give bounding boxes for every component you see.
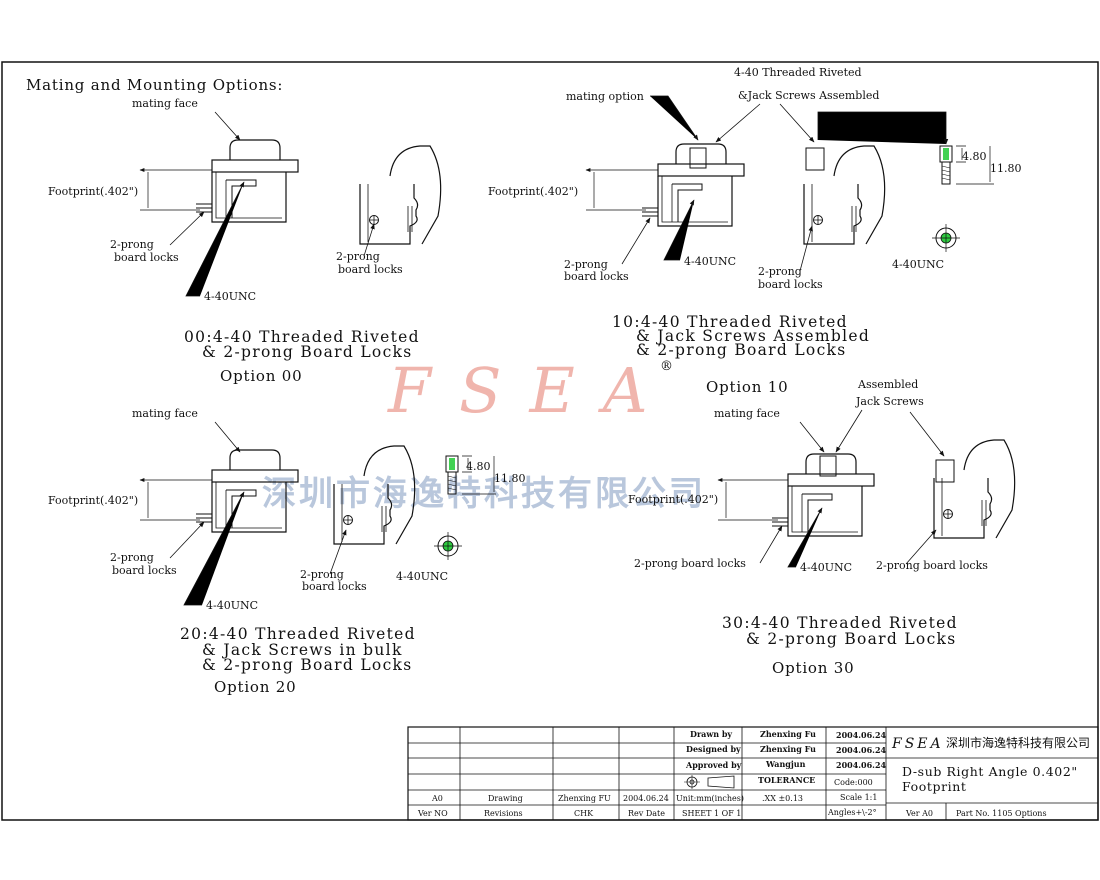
- tb-rev-desc: Drawing: [488, 794, 523, 803]
- label-prong-00b-line2: board locks: [338, 263, 403, 276]
- label-prong-00-line2: board locks: [114, 251, 179, 264]
- tb-company-logo: FSEA: [891, 736, 944, 752]
- drawing-heading: Mating and Mounting Options:: [26, 76, 283, 94]
- tb-drawn-name: Zhenxing Fu: [760, 729, 816, 739]
- label-unc-20: 4-40UNC: [206, 599, 258, 612]
- tb-drawn-label: Drawn by: [690, 729, 732, 739]
- label-prong-30b: 2-prong board locks: [876, 559, 988, 572]
- tb-rev-chk: Zhenxing FU: [558, 794, 611, 803]
- option-00-drawing: mating face Footprint(.402") 2-prong boa…: [48, 97, 442, 385]
- option-20-line3: & 2-prong Board Locks: [202, 656, 413, 674]
- dim-1180-20: 11.80: [494, 472, 526, 485]
- label-prong-00-line1: 2-prong: [110, 238, 154, 251]
- tb-approved-label: Approved by: [685, 760, 742, 770]
- label-mating-face-30: mating face: [714, 407, 780, 420]
- label-prong-20b-line1: 2-prong: [300, 568, 344, 581]
- option-20-drawing: mating face Footprint(.402") 2-prong boa…: [48, 407, 526, 696]
- tb-header-ver: Ver NO: [417, 809, 448, 818]
- option-10-line2: & Jack Screws Assembled: [636, 327, 870, 345]
- label-assembled-30: Assembled: [857, 378, 918, 391]
- label-mating-face-00: mating face: [132, 97, 198, 110]
- label-prong-10b-line2: board locks: [758, 278, 823, 291]
- tb-sheet: SHEET 1 OF 1: [682, 809, 741, 818]
- label-footprint-10: Footprint(.402"): [488, 185, 578, 198]
- option-00-line2: & 2-prong Board Locks: [202, 343, 413, 361]
- label-mating-face-20: mating face: [132, 407, 198, 420]
- option-30-caption: Option 30: [772, 659, 854, 677]
- tb-angles: Angles+\-2°: [827, 808, 877, 817]
- tb-part-no: Part No. 1105 Options: [956, 809, 1047, 818]
- tb-designed-date: 2004.06.24: [836, 745, 887, 755]
- tb-header-date: Rev Date: [628, 809, 665, 818]
- tb-designed-name: Zhenxing Fu: [760, 744, 816, 754]
- drawing-sheet: FSEA ® 深圳市海逸特科技有限公司 Mating and Mounting …: [0, 60, 1100, 822]
- tb-title-line2: Footprint: [902, 779, 967, 794]
- dim-1180-10: 11.80: [990, 162, 1022, 175]
- tb-header-revisions: Revisions: [484, 809, 523, 818]
- label-jack-assembled-10: &Jack Screws Assembled: [738, 89, 879, 102]
- tb-header-chk: CHK: [574, 809, 594, 818]
- option-10-drawing: mating option 4-40 Threaded Riveted &Jac…: [488, 66, 1022, 396]
- tb-scale: Scale 1:1: [840, 793, 877, 802]
- tb-designed-label: Designed by: [686, 744, 741, 754]
- sheet-border: [1, 61, 1099, 821]
- option-20-line1: 20:4-40 Threaded Riveted: [180, 625, 416, 643]
- label-prong-30: 2-prong board locks: [634, 557, 746, 570]
- label-prong-00b-line1: 2-prong: [336, 250, 380, 263]
- tb-approved-date: 2004.06.24: [836, 760, 887, 770]
- option-10-line3: & 2-prong Board Locks: [636, 341, 847, 359]
- tb-code: Code:000: [834, 778, 873, 787]
- dim-480-20: 4.80: [466, 460, 491, 473]
- title-block: Drawn by Zhenxing Fu 2004.06.24 Designed…: [407, 726, 1099, 821]
- tb-title-line1: D-sub Right Angle 0.402": [902, 764, 1078, 779]
- option-30-line1: 30:4-40 Threaded Riveted: [722, 614, 958, 632]
- tb-rev-date: 2004.06.24: [623, 794, 669, 803]
- tb-units: Unit:mm(inches): [676, 794, 744, 803]
- tb-tolerance-value: .XX ±0.13: [762, 794, 803, 803]
- option-10-line1: 10:4-40 Threaded Riveted: [612, 313, 848, 331]
- tb-rev-ver: A0: [431, 794, 443, 803]
- technical-drawing: FSEA ® 深圳市海逸特科技有限公司 Mating and Mounting …: [1, 61, 1099, 821]
- label-prong-20-line1: 2-prong: [110, 551, 154, 564]
- tb-tolerance-label: TOLERANCE: [758, 775, 815, 785]
- tb-drawn-date: 2004.06.24: [836, 730, 887, 740]
- label-prong-10b-line1: 2-prong: [758, 265, 802, 278]
- option-00-line1: 00:4-40 Threaded Riveted: [184, 328, 420, 346]
- label-prong-20-line2: board locks: [112, 564, 177, 577]
- label-unc-20-nut: 4-40UNC: [396, 570, 448, 583]
- tb-ver-label: Ver A0: [905, 809, 933, 818]
- label-threaded-riveted-10: 4-40 Threaded Riveted: [734, 66, 862, 79]
- label-jack-screws-30: Jack Screws: [855, 395, 924, 408]
- projection-symbol-icon: [684, 775, 735, 789]
- label-unc-00: 4-40UNC: [204, 290, 256, 303]
- label-footprint-30: Footprint(.402"): [628, 493, 718, 506]
- label-prong-20b-line2: board locks: [302, 580, 367, 593]
- label-footprint-00: Footprint(.402"): [48, 185, 138, 198]
- option-20-line2: & Jack Screws in bulk: [202, 641, 403, 659]
- option-30-line2: & 2-prong Board Locks: [746, 630, 957, 648]
- tb-company-name: 深圳市海逸特科技有限公司: [946, 735, 1090, 750]
- label-prong-10-line2: board locks: [564, 270, 629, 283]
- option-00-caption: Option 00: [220, 367, 302, 385]
- label-unc-10-nut: 4-40UNC: [892, 258, 944, 271]
- label-prong-10-line1: 2-prong: [564, 258, 608, 271]
- watermark-registered-mark: ®: [660, 359, 673, 374]
- label-footprint-20: Footprint(.402"): [48, 494, 138, 507]
- option-30-drawing: Assembled Jack Screws mating face Footpr…: [628, 378, 1016, 677]
- label-mating-option: mating option: [566, 90, 644, 103]
- option-20-caption: Option 20: [214, 678, 296, 696]
- tb-approved-name: Wangjun: [765, 759, 806, 769]
- watermark-logo: FSEA: [387, 354, 676, 427]
- label-unc-10: 4-40UNC: [684, 255, 736, 268]
- label-unc-30: 4-40UNC: [800, 561, 852, 574]
- option-10-caption: Option 10: [706, 378, 788, 396]
- dim-480-10: 4.80: [962, 150, 987, 163]
